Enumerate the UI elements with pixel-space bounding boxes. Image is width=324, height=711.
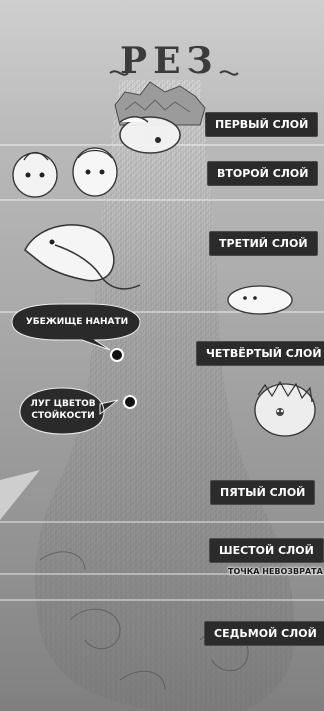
eternal-fortune-marker-dot: [124, 396, 136, 408]
nanachi-hideout-text: УБЕЖИЩЕ НАНАТИ: [22, 317, 132, 328]
title-logo: РЕЗ: [110, 40, 238, 82]
two-characters: [13, 148, 117, 197]
layer-label-fifth: ПЯТЫЙ СЛОЙ: [210, 480, 315, 505]
layer-label-first: ПЕРВЫЙ СЛОЙ: [205, 112, 318, 137]
spiky-creature: [255, 382, 315, 436]
layer-label-third: ТРЕТИЙ СЛОЙ: [209, 231, 318, 256]
eternal-fortune-text-line2: СТОЙКОСТИ: [22, 411, 104, 422]
seal-creature: [228, 286, 292, 314]
layer-label-seventh: СЕДЬМОЙ СЛОЙ: [204, 621, 324, 646]
bird-creature: [120, 117, 180, 153]
layer-label-fourth: ЧЕТВЁРТЫЙ СЛОЙ: [196, 341, 324, 366]
point-of-no-return-label: ТОЧКА НЕВОЗВРАТА: [228, 567, 323, 577]
hideout-marker-dot: [111, 349, 123, 361]
layer-label-second: ВТОРОЙ СЛОЙ: [207, 161, 318, 186]
layer-label-sixth: ШЕСТОЙ СЛОЙ: [209, 538, 324, 563]
eternal-fortune-text-line1: ЛУГ ЦВЕТОВ: [22, 399, 104, 410]
svg-text:РЕЗ: РЕЗ: [120, 40, 218, 82]
